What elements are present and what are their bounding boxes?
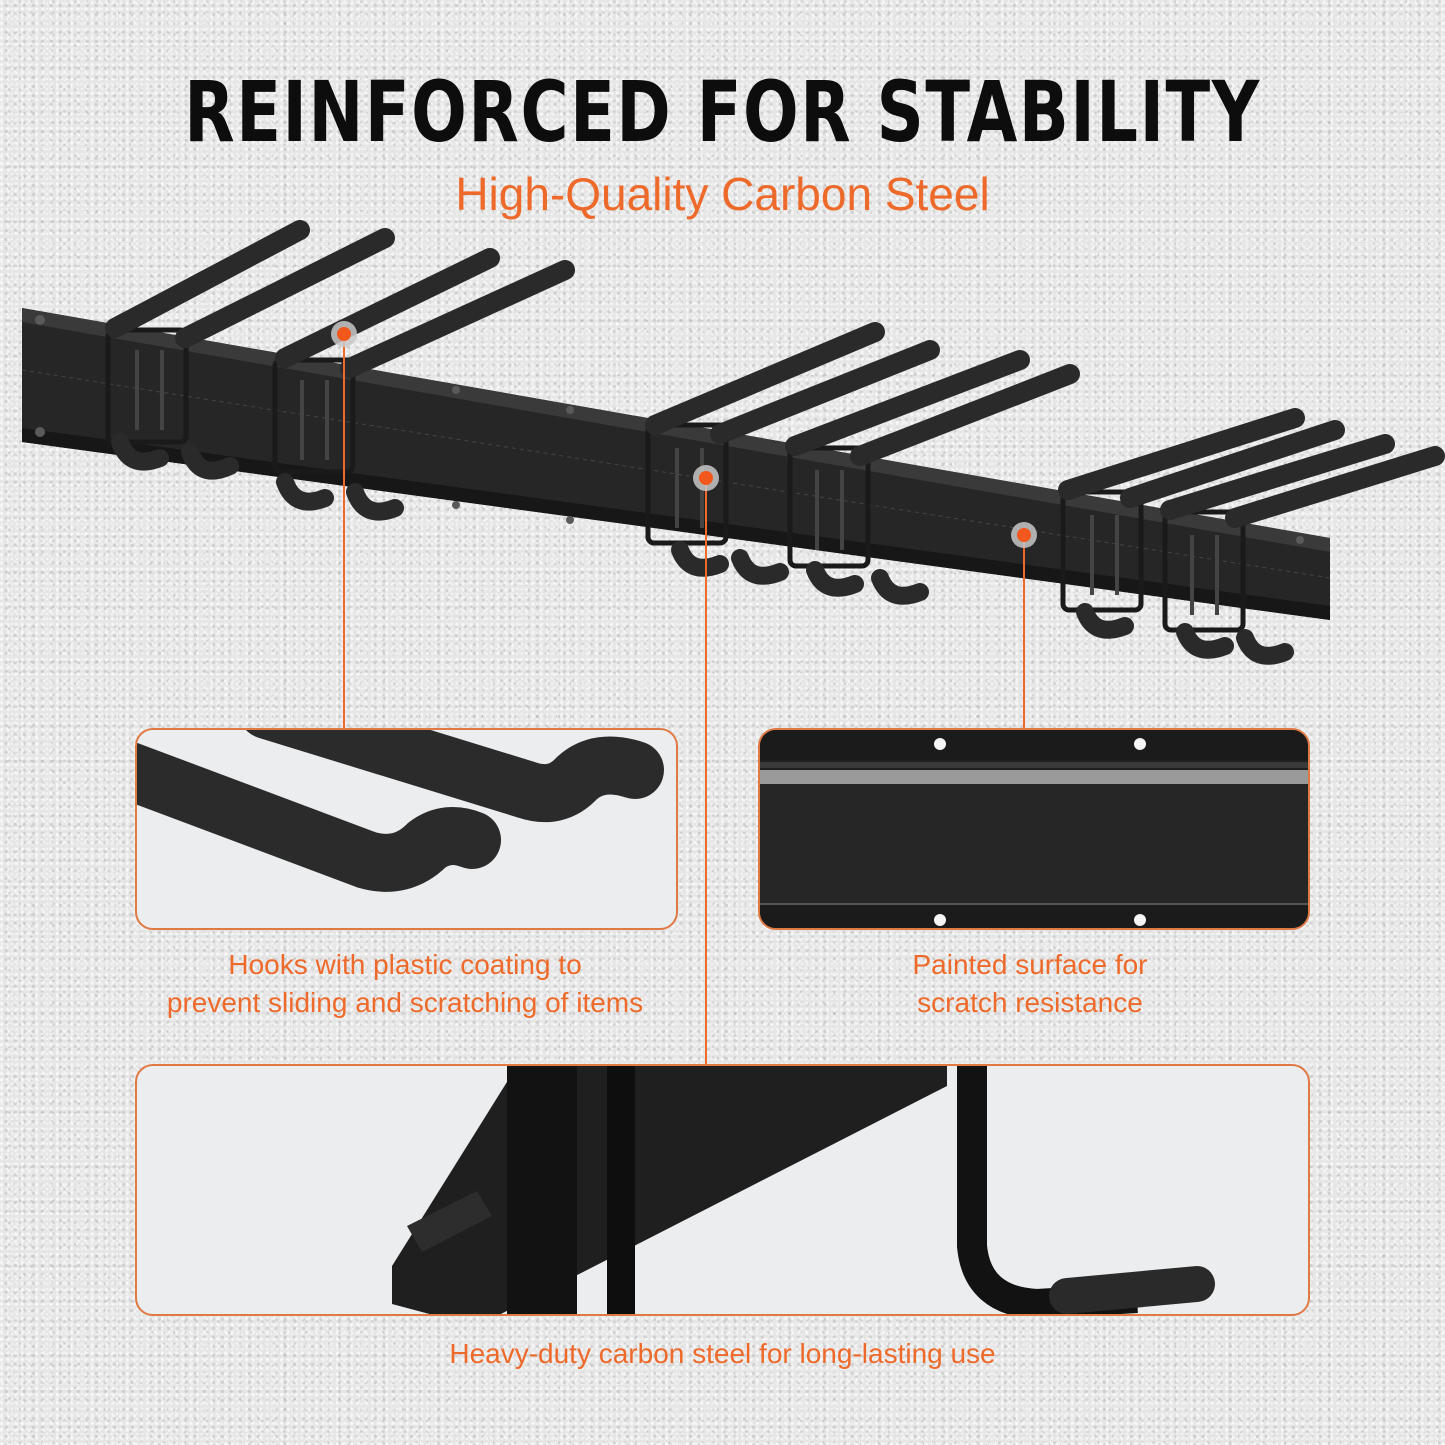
coated-hook-closeup-image (137, 730, 664, 892)
hooks-closeup-panel (135, 728, 678, 930)
rack-image (21, 220, 1445, 665)
callout-dot-surface (1011, 522, 1037, 548)
callout-dot-steel (693, 465, 719, 491)
product-rack-illustration (0, 220, 1445, 680)
bracket-closeup-image (392, 1066, 1215, 1314)
hooks-caption: Hooks with plastic coating to prevent sl… (110, 946, 700, 1022)
steel-caption: Heavy-duty carbon steel for long-lasting… (0, 1335, 1445, 1373)
hooks-caption-line2: prevent sliding and scratching of items (166, 987, 644, 1018)
painted-rail-closeup-image (760, 730, 1308, 928)
surface-caption-line1: Painted surface for (912, 949, 1148, 980)
surface-caption: Painted surface for scratch resistance (830, 946, 1230, 1022)
callout-leader-hooks (343, 334, 345, 730)
surface-closeup-panel (758, 728, 1310, 930)
steel-caption-line1: Heavy-duty carbon steel for long-lasting… (449, 1338, 996, 1369)
page-subtitle: High-Quality Carbon Steel (455, 168, 990, 220)
callout-leader-steel (705, 478, 707, 1064)
callout-dot-hooks (331, 321, 357, 347)
page-title: REINFORCED FOR STABILITY (184, 63, 1261, 161)
surface-caption-line2: scratch resistance (917, 987, 1143, 1018)
callout-leader-surface (1023, 535, 1025, 730)
hooks-caption-line1: Hooks with plastic coating to (228, 949, 582, 980)
steel-closeup-panel (135, 1064, 1310, 1316)
